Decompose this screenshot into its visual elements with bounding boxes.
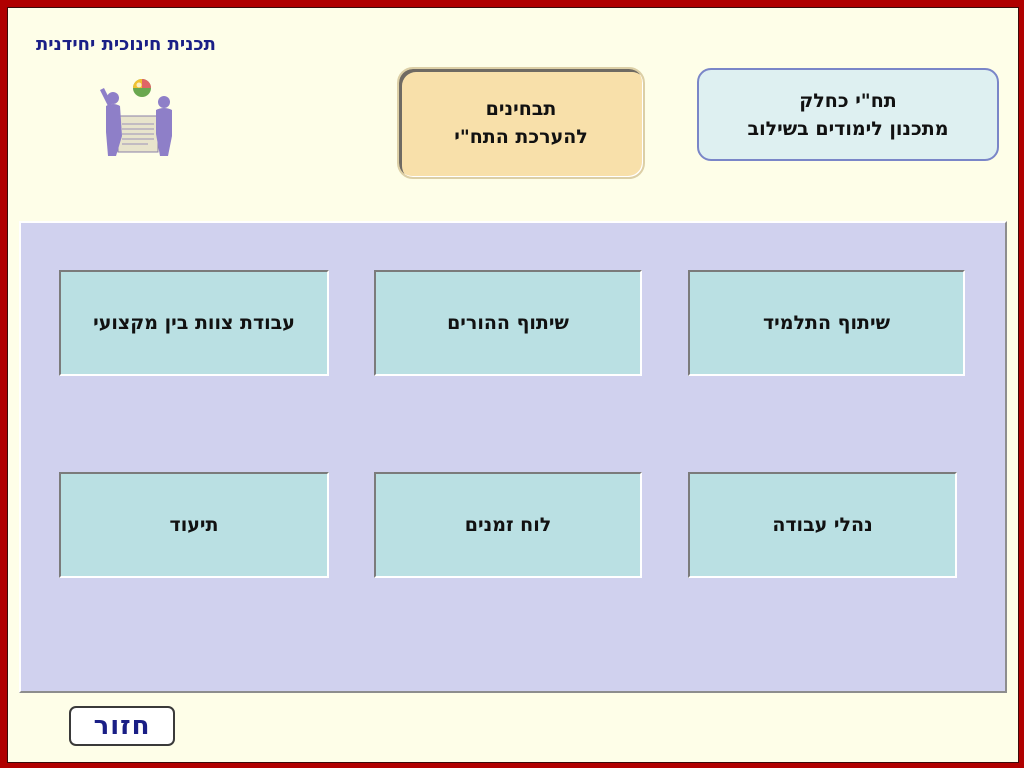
diagnosis-criteria-button[interactable]: תבחינים להערכת התח"י: [397, 67, 645, 179]
topics-panel: שיתוף התלמיד שיתוף ההורים עבודת צוות בין…: [19, 221, 1007, 693]
plan-part-of-curriculum-button[interactable]: תח"י כחלק מתכנון לימודים בשילוב: [697, 68, 999, 161]
plan-button-line2: מתכנון לימודים בשילוב: [747, 117, 949, 140]
app-frame: תכנית חינוכית יחידנית תבחינים להערכת ה: [7, 7, 1019, 763]
tile-work-procedures[interactable]: נהלי עבודה: [688, 472, 957, 578]
tile-parent-partnership[interactable]: שיתוף ההורים: [374, 270, 642, 376]
tile-timetable-label: לוח זמנים: [464, 514, 552, 536]
tile-parent-partnership-label: שיתוף ההורים: [447, 312, 569, 334]
tile-documentation-label: תיעוד: [169, 514, 219, 536]
tile-team-work[interactable]: עבודת צוות בין מקצועי: [59, 270, 329, 376]
tile-student-partnership-label: שיתוף התלמיד: [763, 312, 890, 334]
back-button[interactable]: חזור: [69, 706, 175, 746]
diagnosis-criteria-line1: תבחינים: [485, 98, 557, 120]
diagnosis-criteria-line2: להערכת התח"י: [454, 126, 588, 148]
tile-timetable[interactable]: לוח זמנים: [374, 472, 642, 578]
app-title: תכנית חינוכית יחידנית: [36, 34, 216, 55]
tile-student-partnership[interactable]: שיתוף התלמיד: [688, 270, 965, 376]
tile-work-procedures-label: נהלי עבודה: [772, 514, 873, 536]
plan-button-line1: תח"י כחלק: [799, 89, 897, 112]
tile-team-work-label: עבודת צוות בין מקצועי: [93, 312, 295, 334]
logo-icon: [96, 72, 180, 160]
tile-documentation[interactable]: תיעוד: [59, 472, 329, 578]
back-button-label: חזור: [93, 711, 151, 741]
